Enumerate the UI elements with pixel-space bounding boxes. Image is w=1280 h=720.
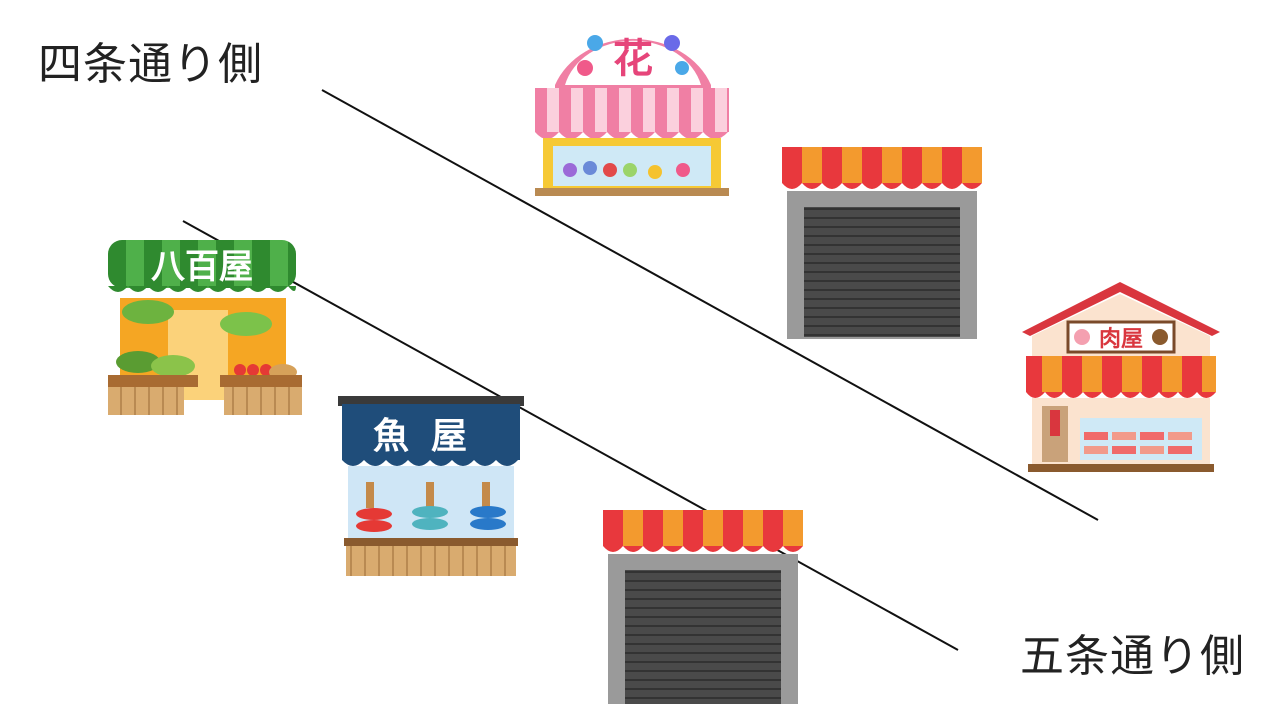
label-gojo-side: 五条通り側 — [1020, 631, 1245, 682]
flower-shop-sign: 花 — [613, 36, 653, 82]
vegetable-shop-sign: 八百屋 — [151, 247, 253, 287]
street-line-lower — [182, 220, 959, 651]
fish-shop-sign: 魚屋 — [373, 416, 489, 457]
street-line-upper — [321, 89, 1099, 521]
closed-shop-lower — [603, 510, 803, 704]
closed-shop-upper — [782, 147, 982, 339]
fish-shop-icon: 魚屋 — [338, 396, 524, 576]
meat-shop-icon: 肉屋 — [1022, 282, 1220, 472]
label-shijo-side: 四条通り側 — [38, 39, 263, 90]
vegetable-shop-icon: 八百屋 — [108, 240, 302, 415]
flower-shop-icon: 花 — [535, 35, 729, 196]
meat-shop-sign: 肉屋 — [1099, 327, 1143, 352]
